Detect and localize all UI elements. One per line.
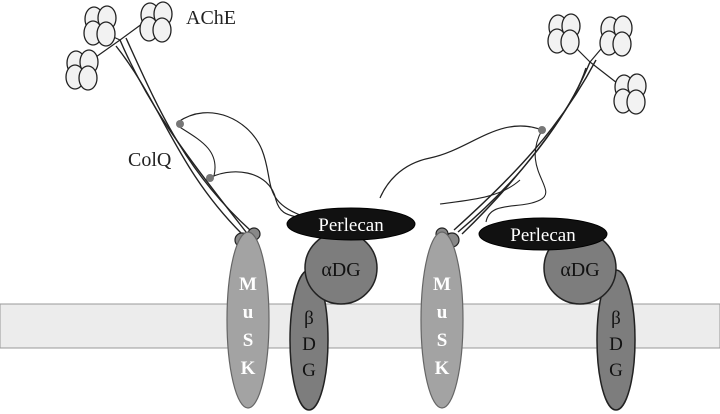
svg-text:Perlecan: Perlecan <box>510 225 576 246</box>
right-perlecan: Perlecan <box>478 217 608 251</box>
left-musk: M u S K <box>226 231 270 409</box>
musk-letter: u <box>437 302 448 323</box>
ache-tetramer <box>83 5 117 47</box>
ache-tetramer <box>599 15 633 57</box>
musk-letter: M <box>433 274 451 295</box>
beta-dg-letter: D <box>302 334 316 355</box>
svg-text:αDG: αDG <box>321 259 360 281</box>
beta-dg-letter: G <box>609 360 623 381</box>
right-ache-colq <box>379 13 647 248</box>
right-beta-dg: β D G <box>596 269 636 411</box>
ache-tetramer <box>547 13 581 55</box>
musk-letter: K <box>241 358 256 379</box>
ache-tetramer <box>65 49 99 91</box>
left-beta-dg: β D G <box>289 269 329 411</box>
musk-letter: K <box>435 358 450 379</box>
ache-label: AChE <box>186 7 236 29</box>
left-ache-colq <box>65 1 301 248</box>
musk-letter: S <box>437 330 448 351</box>
right-musk: M u S K <box>420 231 464 409</box>
musk-letter: S <box>243 330 254 351</box>
beta-dg-letter: β <box>304 308 314 329</box>
svg-text:αDG: αDG <box>560 259 599 281</box>
beta-dg-letter: β <box>611 308 621 329</box>
beta-dg-letter: D <box>609 334 623 355</box>
ache-tetramer <box>139 1 173 43</box>
svg-text:Perlecan: Perlecan <box>318 215 384 236</box>
beta-dg-letter: G <box>302 360 316 381</box>
left-perlecan: Perlecan <box>286 207 416 241</box>
musk-letter: M <box>239 274 257 295</box>
colq-label: ColQ <box>128 149 172 171</box>
ache-tetramer <box>613 73 647 115</box>
musk-letter: u <box>243 302 254 323</box>
right-alpha-dg: αDG <box>543 231 617 305</box>
left-alpha-dg: αDG <box>304 231 378 305</box>
